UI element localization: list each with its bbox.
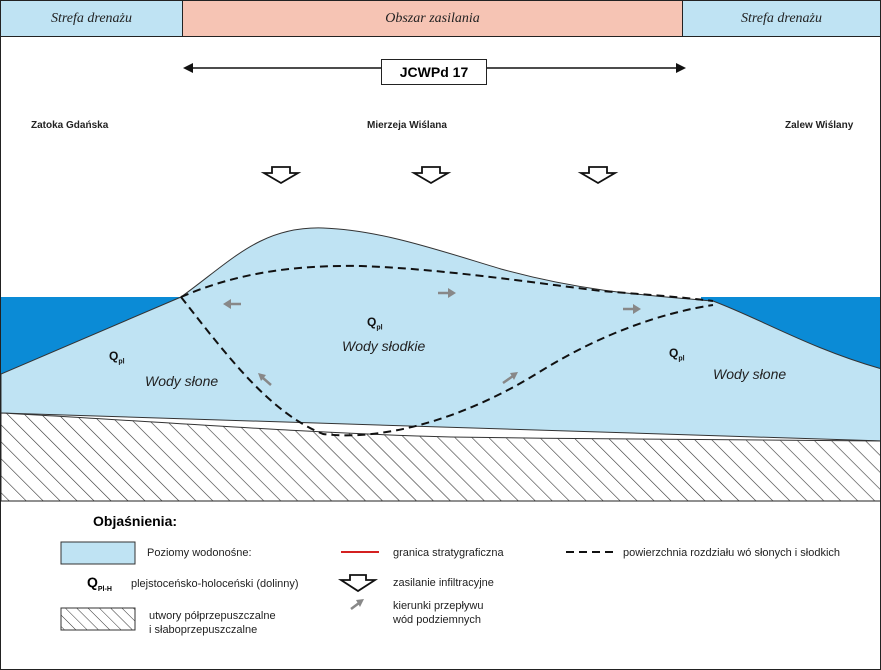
place-mierzeja: Mierzeja Wiślana [367, 120, 447, 131]
zone-recharge: Obszar zasilania [183, 1, 683, 37]
legend-impermeable-line1: utwory półprzepuszczalne [149, 610, 276, 622]
place-zatoka: Zatoka Gdańska [31, 120, 109, 131]
salty-water-left-label: Wody słone [145, 373, 219, 389]
legend-flow-arrow-icon [350, 599, 364, 610]
salty-water-right-label: Wody słone [713, 366, 787, 382]
fresh-water-label: Wody słodkie [342, 338, 426, 354]
flow-arrows [223, 288, 641, 386]
aquifer-symbol-left: Qpl [109, 349, 125, 366]
legend-aquifers-label: Poziomy wodonośne: [147, 547, 252, 559]
infiltration-arrow-2 [410, 166, 452, 185]
impermeable-layer [1, 412, 880, 502]
infiltration-arrow-1 [260, 166, 302, 185]
aquifer-symbol-middle: Qpl [367, 315, 383, 332]
legend-flow-label-line2: wód podziemnych [393, 614, 482, 626]
legend-interface-label: powierzchnia rozdziału wó słonych i słod… [623, 547, 841, 559]
legend-flow-label-line1: kierunki przepływu [393, 600, 484, 612]
infiltration-arrow-3 [577, 166, 619, 185]
legend-q-symbol: QPl-H [87, 574, 112, 593]
zone-drainage-left: Strefa drenażu [1, 1, 183, 37]
legend-impermeable-line2: i słaboprzepuszczalne [149, 624, 258, 636]
legend-title: Objaśnienia: [93, 513, 178, 529]
place-zalew: Zalew Wiślany [785, 120, 854, 131]
aquifer-symbol-right: Qpl [669, 346, 685, 363]
legend-impermeable-swatch [60, 607, 136, 631]
legend-infiltration-arrow-icon [337, 574, 379, 593]
jcwpd-label: JCWPd 17 [381, 59, 487, 85]
aquifer-body [1, 227, 880, 442]
zone-drainage-right: Strefa drenażu [683, 1, 880, 37]
legend-boundary-label: granica stratygraficzna [393, 547, 504, 559]
legend-q-description: plejstoceńsko-holoceński (dolinny) [131, 578, 299, 590]
legend-infiltration-label: zasilanie infiltracyjne [393, 577, 494, 589]
legend-aquifer-swatch [60, 541, 136, 565]
salt-fresh-interface [180, 264, 714, 437]
